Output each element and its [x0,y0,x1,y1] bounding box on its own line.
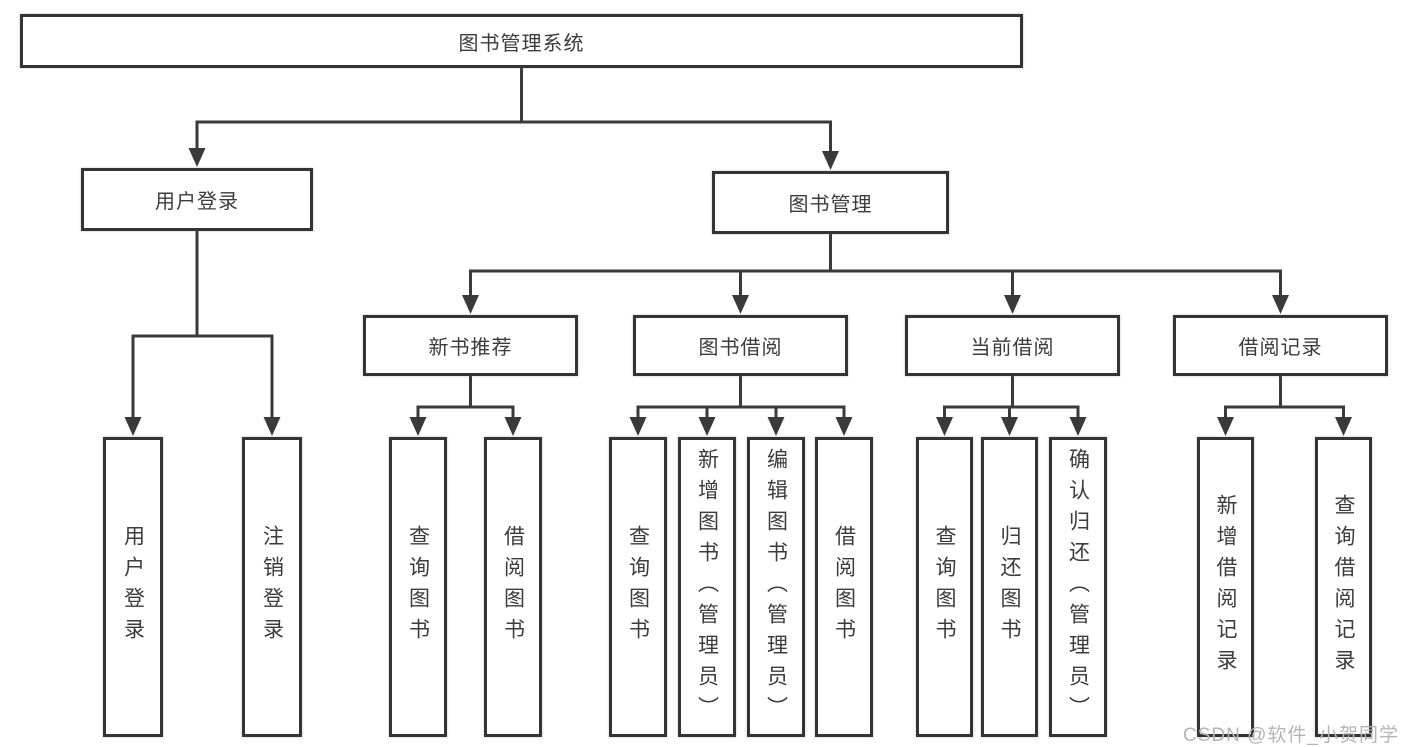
arrowhead-down-icon [1272,295,1289,314]
node-leaf-borrow-book-2: 借阅图书 [815,437,873,737]
node-label-new-book-rec: 新书推荐 [428,337,513,359]
node-user-login: 用户登录 [81,168,313,231]
arrowhead-down-icon [1069,417,1087,436]
node-label-leaf-borrow-book-2: 借阅图书 [832,525,856,649]
arrowhead-down-icon [1004,295,1021,314]
node-leaf-add-record: 新增借阅记录 [1197,437,1254,737]
arrowhead-down-icon [409,417,427,436]
node-label-root: 图书管理系统 [458,32,585,55]
arrowhead-down-icon [835,417,853,436]
node-leaf-query-record: 查询借阅记录 [1315,437,1372,737]
node-leaf-add-book: 新增图书（管理员） [678,437,736,737]
node-label-leaf-query-book-3: 查询图书 [933,525,956,649]
arrowhead-down-icon [1335,417,1352,436]
node-label-book-mgmt: 图书管理 [788,194,873,216]
arrowhead-down-icon [263,417,281,436]
node-leaf-query-book-1: 查询图书 [389,437,447,737]
arrowhead-down-icon [124,417,142,436]
arrowhead-down-icon [629,417,647,436]
node-leaf-query-book-3: 查询图书 [916,437,973,737]
watermark: CSDN @软件_小贺同学 [1183,725,1399,746]
node-label-leaf-user-login: 用户登录 [121,525,145,649]
node-label-leaf-add-record: 新增借阅记录 [1214,494,1237,680]
node-label-current-borrow: 当前借阅 [970,337,1055,359]
arrowhead-down-icon [1001,417,1018,436]
arrowhead-down-icon [822,151,839,170]
node-label-leaf-add-book: 新增图书（管理员） [695,447,719,727]
node-label-leaf-edit-book: 编辑图书（管理员） [764,447,788,727]
node-leaf-confirm-return: 确认归还（管理员） [1049,437,1107,737]
arrowhead-down-icon [698,417,716,436]
node-label-user-login: 用户登录 [155,191,239,213]
arrowhead-down-icon [188,148,206,167]
arrowhead-down-icon [504,417,522,436]
node-leaf-borrow-book-1: 借阅图书 [484,437,542,737]
node-book-mgmt: 图书管理 [712,171,949,234]
node-label-leaf-return-book: 归还图书 [998,525,1021,649]
node-leaf-return-book: 归还图书 [981,437,1038,737]
node-leaf-logout: 注销登录 [242,437,302,737]
node-label-leaf-query-record: 查询借阅记录 [1332,494,1355,680]
arrowhead-down-icon [936,417,953,436]
node-label-book-borrow: 图书借阅 [698,337,783,359]
node-label-leaf-confirm-return: 确认归还（管理员） [1066,447,1090,727]
node-new-book-rec: 新书推荐 [363,315,578,376]
node-leaf-user-login: 用户登录 [103,437,163,737]
node-label-borrow-records: 借阅记录 [1238,337,1323,359]
node-leaf-query-book-2: 查询图书 [609,437,667,737]
node-root: 图书管理系统 [20,14,1023,68]
node-current-borrow: 当前借阅 [905,315,1120,376]
arrowhead-down-icon [732,295,749,314]
node-label-leaf-logout: 注销登录 [260,525,284,649]
node-label-leaf-query-book-2: 查询图书 [626,525,650,649]
node-label-leaf-query-book-1: 查询图书 [406,525,430,649]
node-borrow-records: 借阅记录 [1173,315,1388,376]
node-book-borrow: 图书借阅 [633,315,848,376]
arrowhead-down-icon [767,417,785,436]
node-leaf-edit-book: 编辑图书（管理员） [747,437,805,737]
node-label-leaf-borrow-book-1: 借阅图书 [501,525,525,649]
arrowhead-down-icon [1217,417,1234,436]
arrowhead-down-icon [462,295,479,314]
